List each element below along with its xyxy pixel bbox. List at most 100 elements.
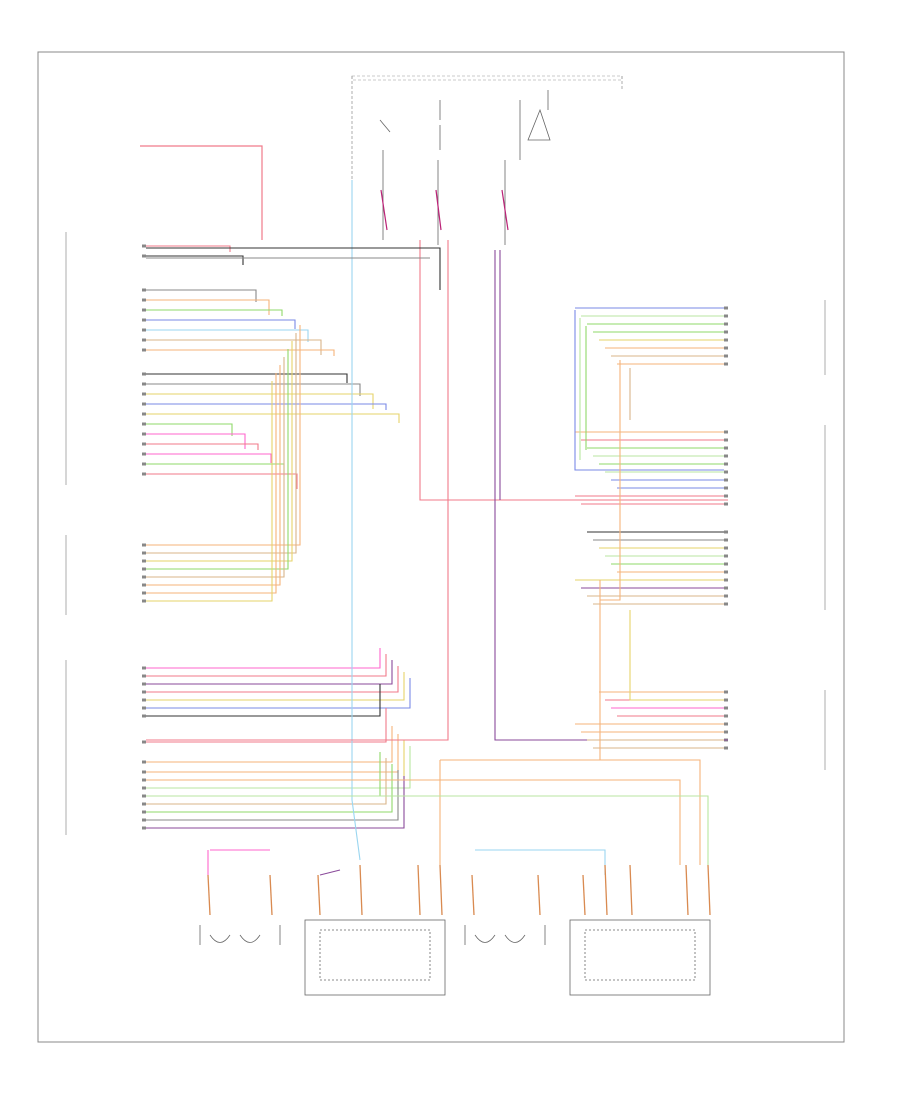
- connector-pin: [724, 462, 728, 466]
- connector-pin: [724, 746, 728, 750]
- left-module-2-wire: [146, 365, 281, 586]
- left-module-1-wire: [146, 453, 272, 463]
- left-module-3-wire: [146, 740, 405, 781]
- connector-pin: [142, 559, 146, 563]
- connector-pin: [724, 594, 728, 598]
- left-module-3-wire: [146, 678, 411, 709]
- connector-pin: [142, 706, 146, 710]
- left-module-2-wire: [146, 349, 289, 570]
- left-module-1-wire: [146, 383, 361, 396]
- left-module-2-wire: [146, 325, 301, 546]
- bottom-assemblies: [199, 919, 711, 996]
- bottom-connector-hatches: [207, 864, 711, 916]
- connector-pin: [724, 306, 728, 310]
- connector-pin: [724, 562, 728, 566]
- connector-pin: [142, 254, 146, 258]
- connector-pin: [724, 586, 728, 590]
- left-module-1-wire: [146, 373, 348, 383]
- diagram-frame: [37, 51, 845, 1043]
- left-module-1-wire: [146, 255, 244, 265]
- connector-pin: [724, 722, 728, 726]
- connector-pin: [724, 570, 728, 574]
- connector-pin: [142, 288, 146, 292]
- connector-pin: [142, 402, 146, 406]
- left-module-1-wire: [146, 245, 231, 252]
- center-vertical-wire: [351, 180, 361, 861]
- connector-pin: [724, 730, 728, 734]
- connector-pin: [724, 578, 728, 582]
- connector-pin: [142, 666, 146, 670]
- connector-pin: [142, 740, 146, 744]
- connector-pin: [724, 354, 728, 358]
- left-module-1-wire: [146, 319, 296, 329]
- connector-pin: [724, 554, 728, 558]
- connector-pin: [142, 382, 146, 386]
- connector-pin: [724, 362, 728, 366]
- left-module-1-wire: [146, 349, 335, 356]
- connector-pin: [142, 543, 146, 547]
- top-relay-group: [379, 90, 551, 245]
- connector-pin: [142, 760, 146, 764]
- center-red-wire: [419, 240, 728, 501]
- left-module-2-wire: [146, 373, 277, 594]
- connector-pin: [142, 770, 146, 774]
- connector-pin: [142, 599, 146, 603]
- left-module-3-wire: [146, 752, 381, 797]
- left-module-1-wire: [146, 393, 374, 409]
- connector-pin: [142, 392, 146, 396]
- left-module-2-pins: [142, 543, 146, 603]
- connector-pin: [142, 372, 146, 376]
- connector-pin: [142, 778, 146, 782]
- left-module-1-wire: [146, 339, 322, 355]
- connector-pin: [724, 430, 728, 434]
- motor-wire: [319, 869, 341, 876]
- connector-pin: [142, 422, 146, 426]
- connector-pin: [142, 308, 146, 312]
- connector-pin: [142, 583, 146, 587]
- center-red-wire: [146, 240, 449, 741]
- left-module-1-wire: [146, 289, 257, 302]
- left-module-1-wire: [146, 299, 270, 315]
- connector-pin: [142, 794, 146, 798]
- connector-pin: [142, 674, 146, 678]
- top-connector-hatches: [380, 189, 509, 231]
- connector-pin: [724, 494, 728, 498]
- connector-pin: [142, 810, 146, 814]
- connector-pin: [724, 338, 728, 342]
- left-module-1-wire: [146, 443, 259, 450]
- connector-pin: [724, 446, 728, 450]
- connector-pin: [142, 826, 146, 830]
- right-door-module-box: [569, 919, 711, 996]
- connector-pin: [724, 530, 728, 534]
- connector-pin: [724, 322, 728, 326]
- connector-pin: [142, 591, 146, 595]
- connector-pin: [142, 244, 146, 248]
- left-module-1-wire: [146, 473, 298, 489]
- motor-wire: [475, 849, 606, 875]
- connector-pin: [724, 698, 728, 702]
- left-module-3-wire: [146, 654, 387, 677]
- connector-pin: [142, 472, 146, 476]
- left-module-2-wire: [146, 333, 297, 554]
- connector-pin: [724, 470, 728, 474]
- left-module-3-wire: [146, 660, 393, 685]
- connector-pin: [142, 786, 146, 790]
- left-module-3-wire: [146, 758, 387, 805]
- wire-layer: [146, 180, 728, 876]
- connector-pin: [724, 502, 728, 506]
- connector-pin: [142, 462, 146, 466]
- left-module-3-wire: [146, 708, 387, 743]
- connector-pin: [724, 438, 728, 442]
- left-module-3-wire: [146, 726, 393, 763]
- right-module-pins: [724, 306, 728, 750]
- connector-pin: [142, 452, 146, 456]
- connector-pin: [724, 314, 728, 318]
- bottom-feed-wire: [440, 759, 701, 865]
- connector-pin: [142, 442, 146, 446]
- left-module-1-pins: [142, 244, 146, 476]
- bottom-feed-wire: [146, 779, 681, 865]
- connector-pin: [142, 412, 146, 416]
- connector-pin: [724, 486, 728, 490]
- connector-pin: [142, 318, 146, 322]
